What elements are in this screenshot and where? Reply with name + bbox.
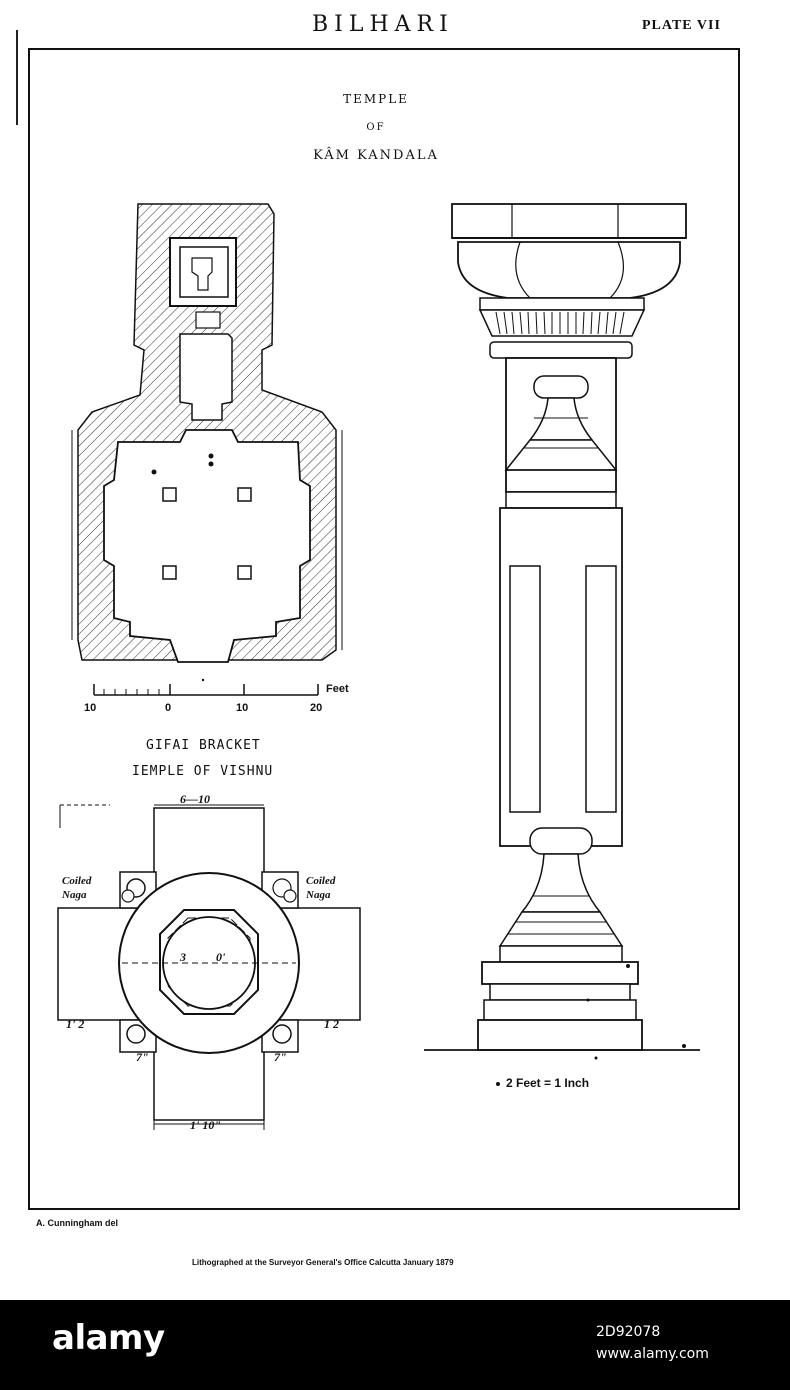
- bracket-bottom-dimension: 1' 10": [190, 1118, 221, 1132]
- plan-scale-unit: Feet: [326, 683, 349, 695]
- alamy-logo: alamy: [52, 1318, 165, 1358]
- temple-title-line1: TEMPLE: [343, 92, 409, 106]
- bracket-plan: [57, 804, 361, 1130]
- plate-header-title: BILHARI: [312, 12, 454, 37]
- plan-scale-tick-10: 10: [236, 702, 249, 714]
- plate-number: PLATE VII: [642, 18, 721, 33]
- watermark-url: www.alamy.com: [596, 1346, 709, 1362]
- coiled-naga-right-label: Coiled Naga: [306, 875, 336, 901]
- temple-title-line2: OF: [366, 122, 386, 133]
- bracket-caption-line2: IEMPLE OF VISHNU: [132, 764, 274, 779]
- plate-frame: [28, 48, 740, 1210]
- plan-scale-tick-20: 20: [310, 702, 323, 714]
- pillar-scale-label: 2 Feet = 1 Inch: [506, 1076, 590, 1090]
- bracket-left-dimension: 1' 2: [66, 1017, 85, 1031]
- lithograph-credit: Lithographed at the Surveyor General's O…: [192, 1258, 454, 1267]
- bracket-center-left: 3: [180, 950, 186, 964]
- plan-scale-tick-10-left: 10: [84, 702, 97, 714]
- plan-scale-tick-0: 0: [165, 702, 172, 714]
- watermark-bar: alamy 2D92078 www.alamy.com: [0, 1300, 790, 1390]
- temple-ground-plan: [71, 203, 343, 696]
- bracket-lower-left-dimension: 7": [136, 1050, 149, 1064]
- bracket-lower-right-dimension: 7": [274, 1050, 287, 1064]
- artist-credit: A. Cunningham del: [36, 1218, 118, 1228]
- bracket-right-dimension: 1 2: [324, 1017, 339, 1031]
- bracket-top-dimension: 6—10: [180, 792, 210, 806]
- bracket-center-right: 0': [216, 950, 226, 964]
- plate-page: BILHARI PLATE VII TEMPLE OF KÂM KANDALA: [16, 12, 740, 1267]
- temple-title-line3: KÂM KANDALA: [313, 148, 439, 163]
- coiled-naga-left-label: Coiled Naga: [62, 875, 92, 901]
- binding-mark: [16, 30, 18, 125]
- image-id: 2D92078: [596, 1324, 661, 1340]
- bracket-caption-line1: GIFAI BRACKET: [146, 738, 261, 753]
- pillar-elevation: [424, 203, 700, 1086]
